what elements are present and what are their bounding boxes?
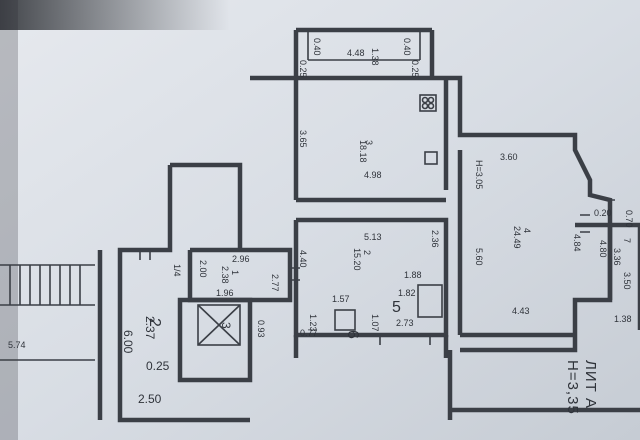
balcony-left-offset: 0.40 [312,38,322,56]
room2-width: 5.13 [364,232,382,242]
room7-a: 0.20 [594,208,612,218]
room5-area: 2.73 [396,318,414,328]
room5-number: 5 [392,299,401,316]
balcony-width: 4.48 [347,48,365,58]
corridor-b: 0.25 [146,359,170,373]
room1-right-a: 2.77 [270,274,280,292]
room2-right-wall: 2.36 [430,230,440,248]
room4-right: 5.60 [474,248,484,266]
room6-bottom: 0.77 [300,328,318,338]
balcony-left-side: 0.25 [298,60,308,78]
room4-area: 24.49 [512,226,522,249]
room4-left-seg: 4.84 [572,234,582,252]
balcony [293,27,435,78]
room1-right-b: 0.93 [256,320,266,338]
room3-number: 3 [364,140,374,145]
room1-area: 2.38 [220,266,230,284]
fixtures [334,94,443,331]
room1-number: 1 [230,270,240,275]
room2-area: 15.20 [352,248,362,271]
corner-shadow [0,0,230,30]
elevator-number: 3 [219,322,233,329]
corridor-number: 2 [146,318,163,327]
room4-bottom: 4.43 [512,306,530,316]
room6-top: 1.57 [332,294,350,304]
balcony-right-side: 0.25 [410,60,420,78]
room6-number: 6 [344,330,361,339]
room2-height: 4.40 [298,250,308,268]
room7-d: 1.38 [614,314,632,324]
room7-e: 3.50 [622,272,632,290]
corridor-c: 2.50 [138,392,162,406]
stairs [0,264,95,361]
door-marks [139,199,615,345]
room3-bottom-wall: 4.98 [364,170,382,180]
left-shadow [0,0,18,440]
room4-top: 3.60 [500,152,518,162]
elevator-shaft [197,304,241,346]
room1-left: 2.00 [198,260,208,278]
balcony-depth: 1.38 [370,48,380,66]
room1-top: 2.96 [232,254,250,264]
room4-label-h: H=3.05 [474,160,484,189]
room1-fraction: 1/4 [172,264,182,277]
outer-walls [97,75,640,423]
room7-c: 0.70 [624,210,634,228]
height-label: Н=3,35 [564,360,581,415]
room5-side: 1.07 [370,314,380,332]
room6-side: 1.23 [308,314,318,332]
room2-number: 2 [362,250,372,255]
room1-bottom: 1.96 [216,288,234,298]
lit-label: ЛИТ А [582,360,599,409]
corridor-area: 6.00 [121,330,135,354]
room2-bottom: 1.88 [404,270,422,280]
room7-b: 4.80 [598,240,608,258]
balcony-right-offset: 0.40 [402,38,412,56]
stair-width: 5.74 [8,340,26,350]
room3-left-wall: 3.65 [298,130,308,148]
room7-area: 3.36 [612,248,622,266]
corridor-a: 2.37 [143,316,157,340]
room5-top: 1.82 [398,288,416,298]
room3-area: 18.18 [358,140,368,163]
room7-number: 7 [622,238,632,243]
room4-number: 4 [522,228,532,233]
